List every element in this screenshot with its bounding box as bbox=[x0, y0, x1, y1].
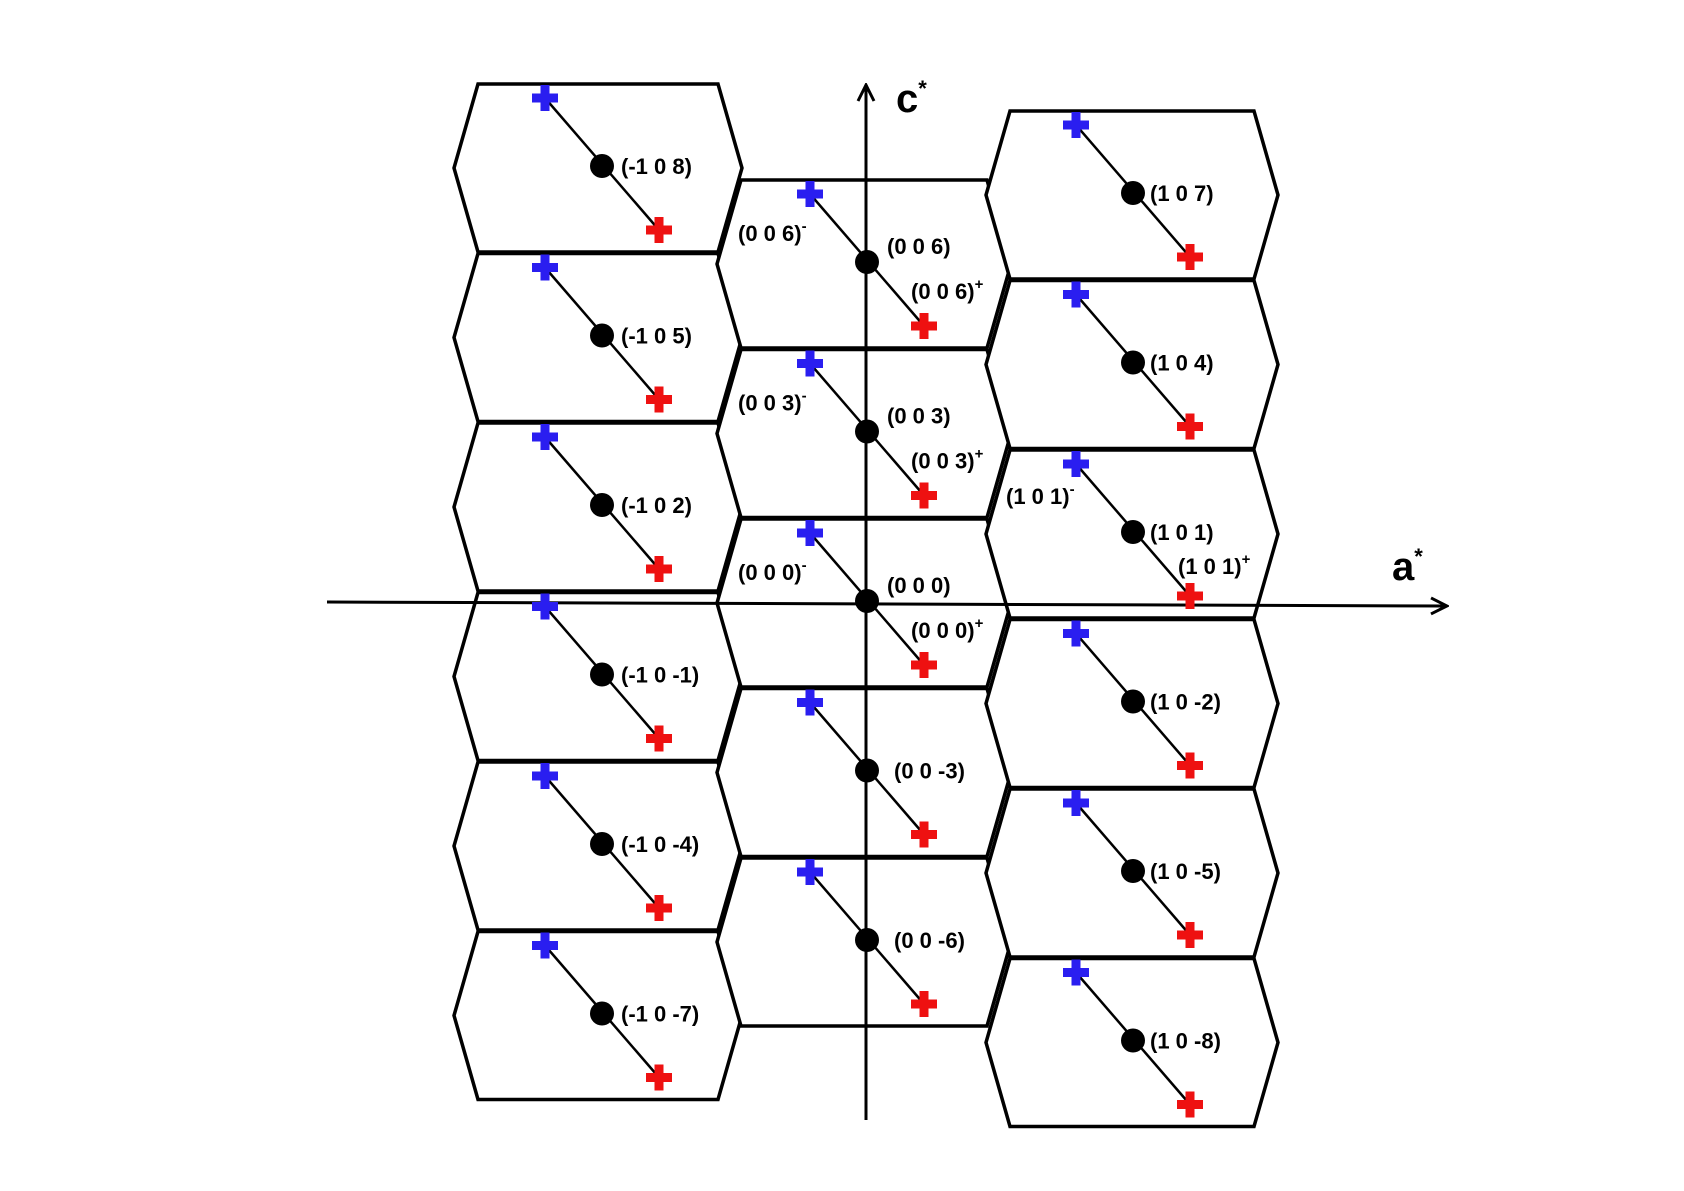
plus-satellite-label: (0 0 3)+ bbox=[911, 446, 984, 474]
spot-label: (0 0 0) bbox=[887, 573, 951, 598]
minus-satellite-icon bbox=[1063, 790, 1089, 816]
spot-label: (0 0 3) bbox=[887, 404, 951, 429]
spot-label: (1 0 7) bbox=[1150, 181, 1214, 206]
main-spot bbox=[855, 250, 879, 274]
main-spot bbox=[855, 419, 879, 444]
spot-label: (-1 0 5) bbox=[621, 324, 692, 349]
spot-label: (1 0 -8) bbox=[1150, 1029, 1221, 1054]
minus-satellite-icon bbox=[797, 859, 823, 885]
minus-satellite-label: (0 0 0)- bbox=[738, 557, 807, 585]
minus-satellite-icon bbox=[797, 520, 823, 546]
plus-satellite-icon bbox=[646, 386, 672, 413]
main-spot bbox=[1121, 859, 1145, 883]
minus-satellite-icon bbox=[797, 689, 823, 716]
plus-satellite-icon bbox=[646, 1064, 672, 1091]
main-spot bbox=[590, 1001, 614, 1026]
diffraction-spots: (-1 0 8) (-1 0 5) (-1 0 2) (-1 0 -1) (-1 0 -… bbox=[532, 85, 1251, 1118]
minus-satellite-icon bbox=[532, 763, 558, 789]
main-spot bbox=[590, 832, 614, 856]
main-spot bbox=[590, 323, 614, 348]
plus-satellite-icon bbox=[1177, 752, 1203, 779]
a-star-axis bbox=[326, 602, 1447, 606]
spot-label: (-1 0 -4) bbox=[621, 832, 699, 857]
spot-label: (1 0 1) bbox=[1150, 520, 1214, 545]
plus-satellite-icon bbox=[1177, 244, 1203, 270]
minus-satellite-label: (0 0 6)- bbox=[738, 218, 807, 246]
main-spot bbox=[855, 589, 879, 613]
plus-satellite-icon bbox=[646, 217, 672, 243]
spot-label: (0 0 6) bbox=[887, 234, 951, 259]
main-spot bbox=[1121, 350, 1145, 375]
minus-satellite-icon bbox=[797, 181, 823, 207]
main-spot bbox=[1121, 1028, 1145, 1053]
spot-label: (-1 0 -1) bbox=[621, 663, 699, 688]
minus-satellite-icon bbox=[532, 254, 558, 281]
plus-satellite-icon bbox=[646, 556, 672, 582]
plus-satellite-icon bbox=[911, 821, 937, 848]
minus-satellite-label: (0 0 3)- bbox=[738, 388, 807, 416]
spot-label: (1 0 4) bbox=[1150, 351, 1214, 376]
main-spot bbox=[1121, 689, 1145, 714]
plus-satellite-icon bbox=[911, 652, 937, 678]
main-spot bbox=[590, 662, 614, 687]
spot-label: (-1 0 -7) bbox=[621, 1002, 699, 1027]
spot-label: (1 0 -2) bbox=[1150, 690, 1221, 715]
plus-satellite-label: (1 0 1)+ bbox=[1178, 551, 1251, 579]
plus-satellite-icon bbox=[1177, 1091, 1203, 1118]
main-spot bbox=[1121, 520, 1145, 544]
plus-satellite-icon bbox=[911, 482, 937, 509]
minus-satellite-icon bbox=[1063, 112, 1089, 138]
main-spot bbox=[590, 154, 614, 178]
minus-satellite-icon bbox=[532, 85, 558, 111]
plus-satellite-label: (0 0 0)+ bbox=[911, 615, 984, 643]
minus-satellite-label: (1 0 1)- bbox=[1006, 481, 1075, 509]
spot-label: (1 0 -5) bbox=[1150, 859, 1221, 884]
spot-label: (-1 0 2) bbox=[621, 493, 692, 518]
plus-satellite-icon bbox=[646, 725, 672, 752]
minus-satellite-icon bbox=[532, 932, 558, 959]
a-star-axis-label: a* bbox=[1392, 544, 1423, 589]
minus-satellite-icon bbox=[1063, 620, 1089, 647]
plus-satellite-icon bbox=[911, 313, 937, 339]
plus-satellite-icon bbox=[646, 895, 672, 921]
main-spot bbox=[590, 493, 614, 517]
minus-satellite-icon bbox=[532, 593, 558, 620]
plus-satellite-icon bbox=[1177, 583, 1203, 609]
minus-satellite-icon bbox=[797, 350, 823, 377]
plus-satellite-label: (0 0 6)+ bbox=[911, 276, 984, 304]
spot-label: (0 0 -3) bbox=[894, 759, 965, 784]
c-star-axis-label: c* bbox=[896, 76, 927, 121]
plus-satellite-icon bbox=[911, 991, 937, 1017]
plus-satellite-icon bbox=[1177, 922, 1203, 948]
minus-satellite-icon bbox=[1063, 451, 1089, 477]
minus-satellite-icon bbox=[1063, 959, 1089, 986]
minus-satellite-icon bbox=[532, 424, 558, 450]
spot-label: (-1 0 8) bbox=[621, 154, 692, 179]
spot-label: (0 0 -6) bbox=[894, 928, 965, 953]
plus-satellite-icon bbox=[1177, 413, 1203, 440]
main-spot bbox=[855, 928, 879, 952]
main-spot bbox=[1121, 181, 1145, 205]
minus-satellite-icon bbox=[1063, 281, 1089, 308]
main-spot bbox=[855, 758, 879, 783]
